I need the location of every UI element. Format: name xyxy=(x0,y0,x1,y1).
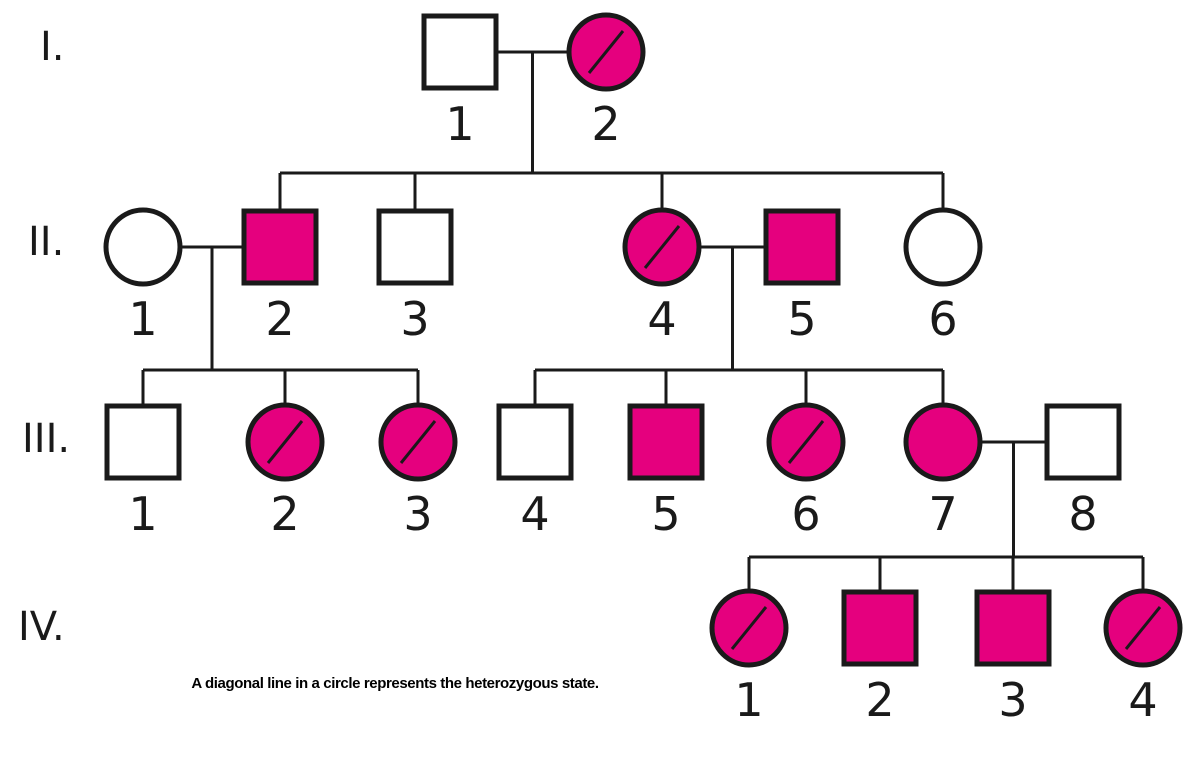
individual-i-1: 1 xyxy=(421,13,499,151)
heterozygous-slash xyxy=(399,420,437,464)
individual-iii-4: 4 xyxy=(496,403,574,541)
heterozygous-slash xyxy=(1124,606,1162,650)
individual-ii-4: 4 xyxy=(622,207,702,346)
individual-iii-2: 2 xyxy=(245,402,325,541)
male-square-symbol xyxy=(104,403,182,481)
individual-ii-6: 6 xyxy=(903,207,983,346)
individual-number: 2 xyxy=(865,673,894,727)
individual-number: 4 xyxy=(520,487,549,541)
individual-number: 2 xyxy=(591,97,620,151)
generation-labels: I. II. III. IV. xyxy=(18,24,70,650)
individual-number: 3 xyxy=(998,673,1027,727)
individual-number: 1 xyxy=(128,292,157,346)
heterozygous-slash xyxy=(587,30,625,74)
male-square-symbol xyxy=(421,13,499,91)
individual-iii-5: 5 xyxy=(627,403,705,541)
male-square-symbol xyxy=(841,589,919,667)
individual-number: 6 xyxy=(928,292,957,346)
individual-i-2: 2 xyxy=(566,12,646,151)
individual-ii-3: 3 xyxy=(376,208,454,346)
individual-iv-2: 2 xyxy=(841,589,919,727)
individual-number: 3 xyxy=(403,487,432,541)
individual-iv-3: 3 xyxy=(974,589,1052,727)
mating-4-lines xyxy=(747,440,1145,592)
individual-number: 6 xyxy=(791,487,820,541)
individual-number: 1 xyxy=(734,673,763,727)
individual-ii-1: 1 xyxy=(103,207,183,346)
individual-number: 3 xyxy=(400,292,429,346)
female-circle-symbol xyxy=(103,207,183,287)
male-square-symbol xyxy=(627,403,705,481)
generation-label-ii: II. xyxy=(28,219,64,265)
heterozygous-slash xyxy=(787,420,825,464)
mating-2-lines xyxy=(141,245,420,406)
generation-label-iv: IV. xyxy=(18,604,65,650)
individual-iii-3: 3 xyxy=(378,402,458,541)
individual-iii-1: 1 xyxy=(104,403,182,541)
female-circle-symbol xyxy=(903,207,983,287)
mating-3-lines xyxy=(533,245,945,406)
generation-label-i: I. xyxy=(40,24,65,70)
individual-number: 2 xyxy=(265,292,294,346)
individual-iii-6: 6 xyxy=(766,402,846,541)
male-square-symbol xyxy=(763,208,841,286)
female-circle-symbol xyxy=(903,402,983,482)
heterozygous-slash xyxy=(643,225,681,269)
individual-number: 8 xyxy=(1068,487,1097,541)
relationship-lines xyxy=(141,50,1145,592)
individual-iv-4: 4 xyxy=(1103,588,1183,727)
male-square-symbol xyxy=(241,208,319,286)
male-square-symbol xyxy=(496,403,574,481)
individual-number: 7 xyxy=(928,487,957,541)
legend-note: A diagonal line in a circle represents t… xyxy=(191,675,599,692)
individual-iii-7: 7 xyxy=(903,402,983,541)
individual-number: 1 xyxy=(128,487,157,541)
individual-number: 5 xyxy=(787,292,816,346)
individual-number: 1 xyxy=(445,97,474,151)
individual-ii-5: 5 xyxy=(763,208,841,346)
individual-number: 4 xyxy=(647,292,676,346)
individual-number: 4 xyxy=(1128,673,1157,727)
individual-iii-8: 8 xyxy=(1044,403,1122,541)
individuals: 1 2 1 2 3 4 5 6 1 2 3 4 5 6 7 8 1 2 3 4 xyxy=(103,12,1183,727)
mating-1-lines xyxy=(278,50,945,211)
male-square-symbol xyxy=(1044,403,1122,481)
individual-ii-2: 2 xyxy=(241,208,319,346)
male-square-symbol xyxy=(376,208,454,286)
male-square-symbol xyxy=(974,589,1052,667)
individual-number: 2 xyxy=(270,487,299,541)
individual-iv-1: 1 xyxy=(709,588,789,727)
heterozygous-slash xyxy=(266,420,304,464)
generation-label-iii: III. xyxy=(22,416,70,462)
heterozygous-slash xyxy=(730,606,768,650)
individual-number: 5 xyxy=(651,487,680,541)
